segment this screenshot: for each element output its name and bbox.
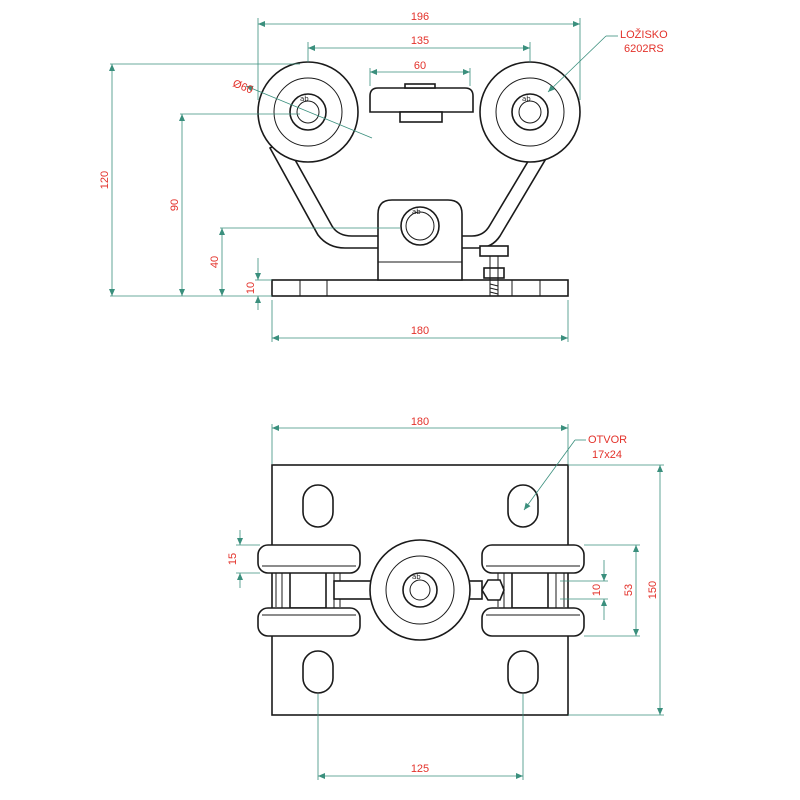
hole-note-line2: 17x24 [592,449,622,461]
adjusting-bolt [479,245,509,297]
slot-hole-top-right [507,484,539,528]
right-wheel: ab [479,61,581,163]
svg-text:ab: ab [522,95,531,103]
top-slider-block [369,87,474,113]
dim-150-label: 150 [647,581,659,599]
dim-base-width: 180 [271,300,569,342]
dim-d60-label: Ø60 [231,78,255,97]
center-wheel: ab [369,539,471,641]
base-plate [271,279,569,297]
dim-plate-width: 180 [271,416,569,464]
center-axle [400,206,440,246]
slot-hole-bottom-left [302,650,334,694]
dim-180-bottom-label: 180 [411,416,429,428]
dim-hole-spacing: 125 [317,694,524,780]
dim-53-label: 53 [623,584,635,596]
slot-hole-top-left [302,484,334,528]
dim-120-label: 120 [99,171,111,189]
dim-height-axle: 90 [169,113,300,296]
bearing-note-line2: 6202RS [624,43,664,55]
dim-wheel-width: 15 [227,530,260,588]
hole-note-line1: OTVOR [588,434,627,446]
dim-180-top-label: 180 [411,325,429,337]
dim-125-label: 125 [411,763,429,775]
dim-height-total: 120 [99,63,300,297]
svg-text:ab: ab [412,573,421,581]
svg-text:ab: ab [300,95,309,103]
dim-height-bracket: 40 [209,227,400,296]
svg-text:ab: ab [412,208,421,216]
dim-10-label: 10 [245,282,257,294]
dim-top-block: 60 [369,60,471,86]
dim-90-label: 90 [169,199,181,211]
left-wheel-pair [257,544,361,637]
dim-135-label: 135 [411,35,429,47]
hole-note: OTVOR 17x24 [523,434,627,511]
dim-overall-width: 196 [257,11,581,100]
dim-10-bottom-label: 10 [591,584,603,596]
dim-196-label: 196 [411,11,429,23]
dim-plate-length: 150 [568,464,664,716]
dim-wheel-span: 53 [584,544,640,637]
dim-plate-thickness: 10 [245,258,272,310]
bearing-note-line1: LOŽISKO [620,28,668,41]
dim-15-label: 15 [227,553,239,565]
dim-axle-gap: 10 [560,560,608,620]
slot-hole-bottom-right [507,650,539,694]
dim-wheel-centers: 135 [307,35,531,62]
top-view: ab ab ab [99,11,668,342]
bearing-note: LOŽISKO 6202RS [547,28,668,93]
right-wheel-pair [481,544,585,637]
dim-60-label: 60 [414,60,426,72]
bolt-head [481,579,505,601]
bottom-view: ab 180 OTVOR 17x24 15 [227,416,664,780]
dim-40-label: 40 [209,256,221,268]
